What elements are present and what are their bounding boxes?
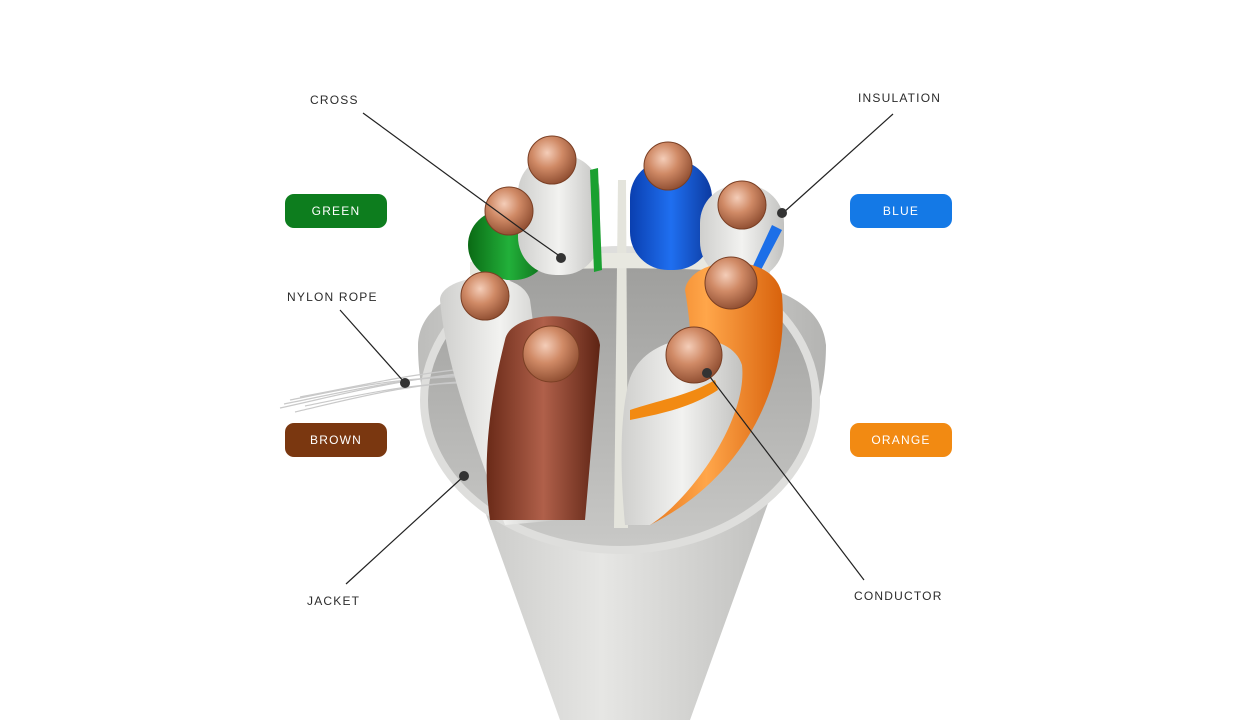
leader-dots	[400, 208, 787, 481]
blue-wire	[630, 160, 712, 270]
blue-pair-label: BLUE	[882, 204, 920, 218]
cross-leader-line	[362, 112, 525, 232]
conductor-end	[460, 271, 510, 321]
cross-dot	[556, 253, 566, 263]
insulation-dot	[777, 208, 787, 218]
conductor-end	[704, 256, 758, 310]
cross-label: CROSS	[310, 93, 359, 107]
conductor-end	[484, 186, 534, 236]
blue-pair-badge: BLUE	[850, 194, 952, 228]
green-stripe	[590, 168, 602, 272]
conductor-end	[643, 141, 693, 191]
conductor-label: CONDUCTOR	[854, 589, 943, 603]
nylon-rope-leader-line	[339, 309, 406, 384]
copper-conductors	[460, 135, 767, 384]
brown-pair-badge: BROWN	[285, 423, 387, 457]
conductor-end	[717, 180, 767, 230]
conductor-leader-line	[706, 372, 865, 581]
nylon-rope-dot	[400, 378, 410, 388]
blue-stripe	[752, 225, 782, 272]
conductor-end	[522, 325, 580, 383]
jacket-leader-line	[345, 475, 465, 585]
orange-pair-label: ORANGE	[871, 433, 931, 447]
orange-pair-badge: ORANGE	[850, 423, 952, 457]
jacket-label: JACKET	[307, 594, 361, 608]
cross-to-separator-line	[523, 230, 562, 258]
insulation-leader-line	[782, 113, 894, 214]
brown-pair-label: BROWN	[310, 433, 362, 447]
green-pair-label: GREEN	[311, 204, 361, 218]
orange-stripe	[630, 380, 718, 420]
conductor-dot	[702, 368, 712, 378]
white-green-wire	[518, 155, 600, 275]
conductor-end	[527, 135, 577, 185]
nylon-rope-label: NYLON ROPE	[287, 290, 378, 304]
jacket-dot	[459, 471, 469, 481]
insulation-label: INSULATION	[858, 91, 942, 105]
conductor-end	[665, 326, 723, 384]
green-pair-badge: GREEN	[285, 194, 387, 228]
leader-lines	[339, 112, 894, 585]
